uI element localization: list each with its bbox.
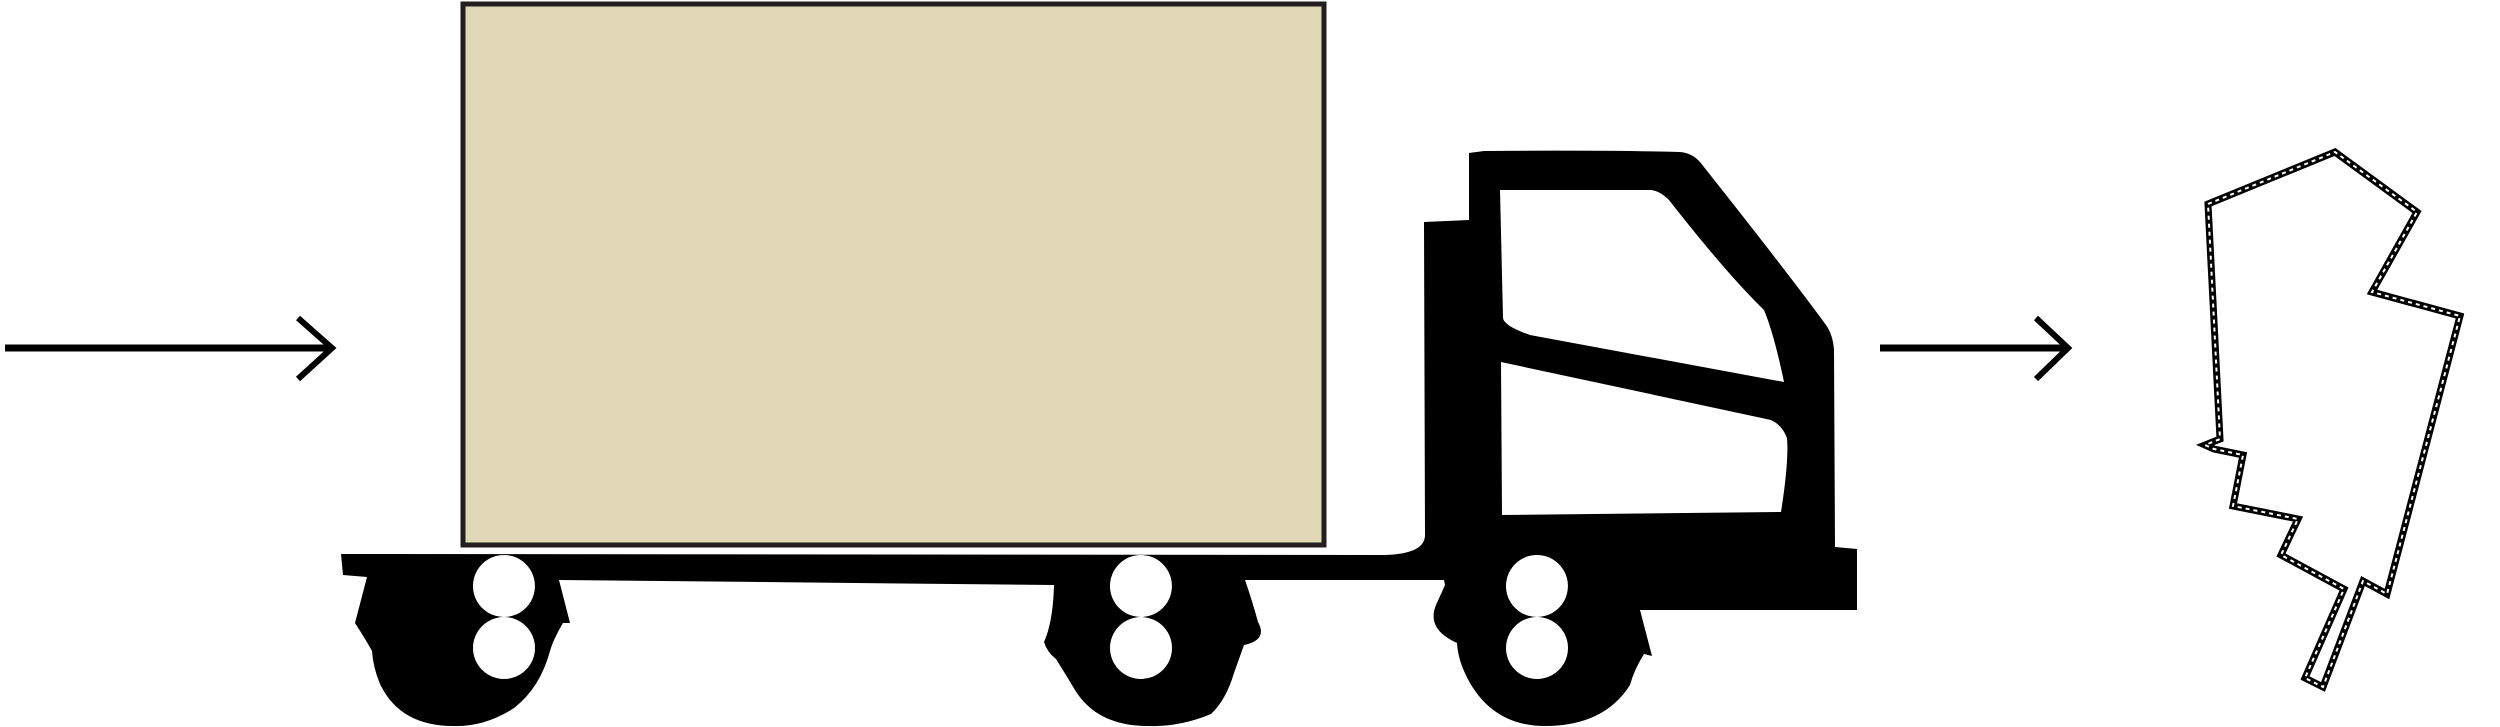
wheel-hub-middle [1110, 617, 1172, 679]
wheel-hub-rear [473, 617, 535, 679]
truck-body [341, 150, 1857, 727]
input-arrow-head [295, 315, 337, 382]
input-arrow [5, 315, 337, 382]
output-arrow [1880, 315, 2073, 382]
outline-shape-border [2196, 148, 2465, 692]
truck-wheels [473, 617, 1568, 679]
outline-shape [2196, 148, 2465, 692]
cargo-box [460, 1, 1327, 548]
wheel-hub-front [1506, 617, 1568, 679]
outline-shape-dashes [2202, 150, 2462, 689]
output-arrow-head [2033, 315, 2073, 382]
